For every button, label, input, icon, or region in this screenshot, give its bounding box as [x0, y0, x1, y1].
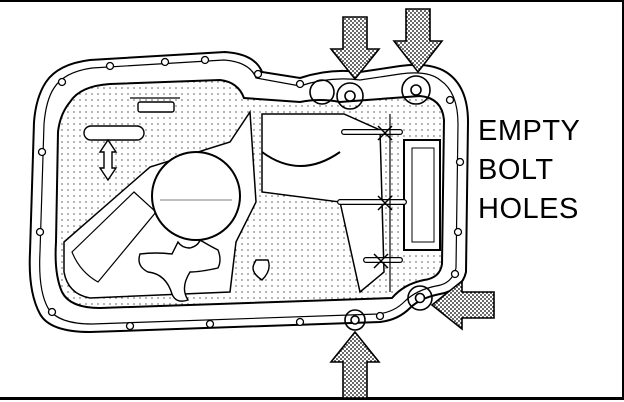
- drain-boss: [151, 151, 241, 241]
- arrow-right: [430, 279, 495, 331]
- empty-bolt-holes-label: EMPTY BOLT HOLES: [478, 112, 618, 229]
- flange-bolt-holes: [35, 55, 465, 331]
- rib-structure: [261, 113, 441, 294]
- callout-line-1: EMPTY: [478, 115, 581, 147]
- pan-features: [83, 97, 270, 302]
- pointer-arrows: [329, 8, 495, 399]
- arrow-top-right: [392, 8, 444, 74]
- callout-line-2: BOLT: [478, 154, 554, 186]
- empty-bolt-hole-markers: [309, 75, 433, 331]
- callout-line-3: HOLES: [478, 193, 579, 225]
- arrow-top-left: [329, 16, 381, 81]
- arrow-bottom: [329, 330, 381, 399]
